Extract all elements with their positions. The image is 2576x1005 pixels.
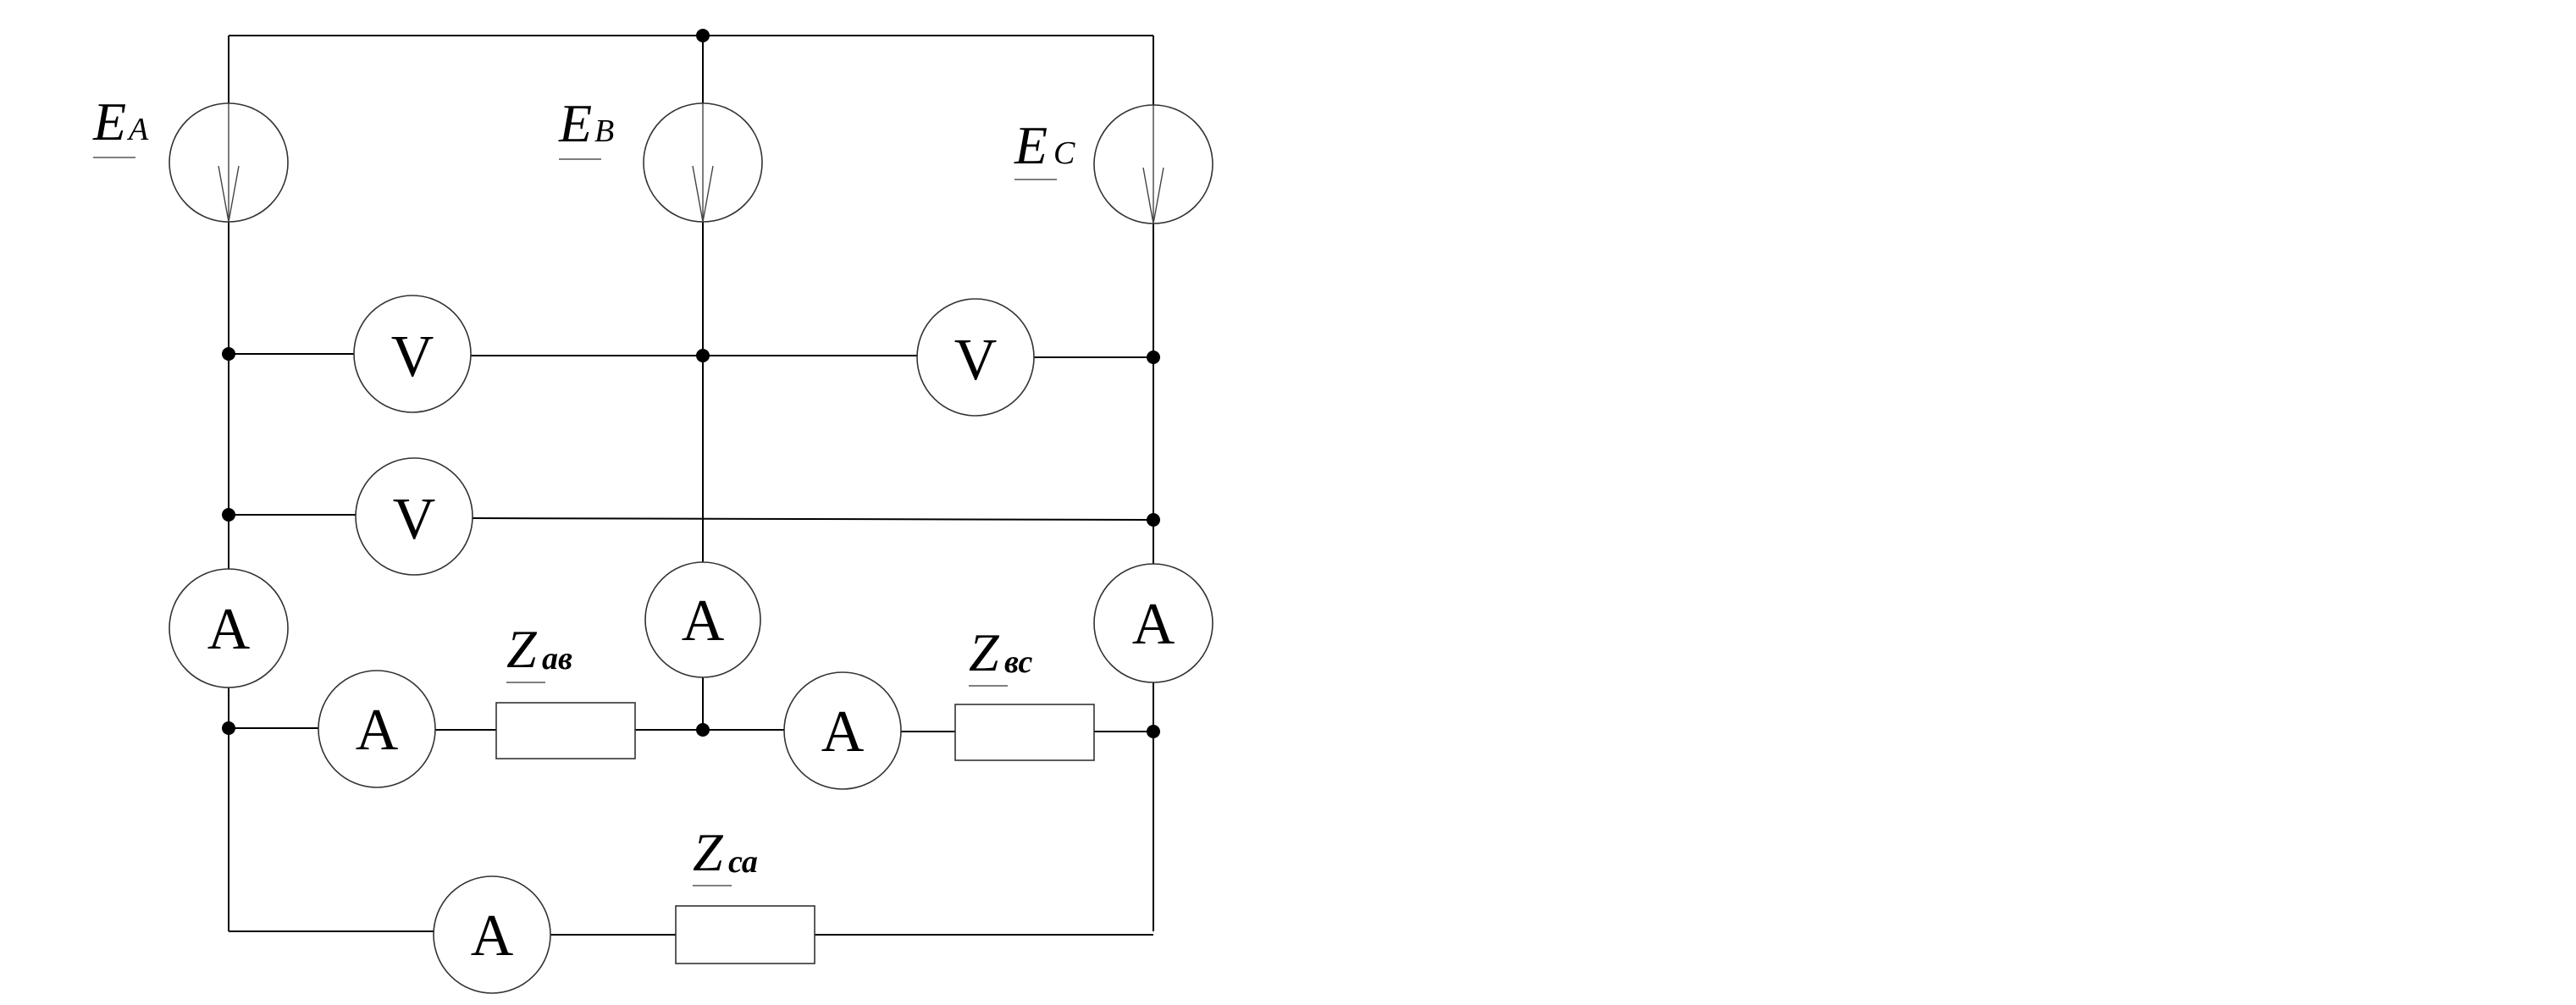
voltmeter-ca-circle	[355, 457, 473, 576]
label-ea-main: E	[92, 91, 126, 152]
impedance-bc-resistor	[954, 704, 1095, 761]
label-zbc-main: Z	[969, 622, 1000, 682]
ammeter-line-b-symbol: A	[682, 588, 725, 654]
ammeter-phase-bc-circle	[783, 671, 902, 790]
junction-nodes	[222, 29, 1160, 738]
voltmeter-ca: V	[355, 457, 473, 576]
label-zca-sub: са	[728, 844, 758, 880]
voltmeter-ab: V	[353, 295, 472, 413]
voltmeter-bc-circle	[916, 298, 1035, 417]
voltmeter-ab-circle	[353, 295, 472, 413]
node-a-v1	[222, 347, 235, 361]
ammeter-phase-ab: A	[318, 670, 436, 788]
label-ec: E C	[1014, 115, 1075, 180]
label-zab-main: Z	[506, 619, 538, 679]
label-zab-sub: ав	[542, 641, 572, 676]
label-zbc-sub: вс	[1004, 644, 1032, 680]
voltmeter-bc: V	[916, 298, 1035, 417]
voltmeter-ab-symbol: V	[391, 324, 434, 389]
ammeter-phase-ca-circle	[433, 875, 551, 994]
node-b-load	[696, 723, 710, 737]
impedance-ca-resistor	[675, 905, 815, 964]
ammeter-phase-bc: A	[783, 671, 902, 790]
node-a-v2	[222, 508, 235, 522]
ammeter-phase-ab-circle	[318, 670, 436, 788]
ammeter-line-a-circle	[169, 568, 289, 688]
ammeter-line-a: A	[169, 568, 289, 688]
wires	[228, 35, 1154, 936]
node-c-v1	[1147, 351, 1160, 364]
source-b-arrowhead-icon	[692, 165, 714, 223]
label-zca-main: Z	[693, 822, 724, 882]
emf-source-c	[1093, 104, 1213, 224]
label-ea: E A	[92, 91, 149, 158]
label-eb-main: E	[558, 93, 592, 153]
label-zca: Z са	[693, 822, 758, 886]
vca-wire-right	[472, 517, 1154, 521]
label-ec-sub: C	[1053, 135, 1075, 171]
voltmeter-bc-symbol: V	[954, 328, 998, 393]
impedance-ab-resistor	[495, 702, 636, 759]
ammeter-phase-ca-symbol: A	[471, 903, 514, 969]
ammeter-line-c: A	[1093, 563, 1213, 683]
label-ec-main: E	[1014, 115, 1048, 175]
label-zbc: Z вс	[969, 622, 1032, 687]
node-top-b	[696, 29, 710, 42]
ammeter-line-b: A	[644, 561, 761, 678]
emf-source-a	[169, 102, 289, 223]
label-zab: Z ав	[506, 619, 572, 683]
ammeter-phase-ab-symbol: A	[356, 698, 399, 763]
label-ea-sub: A	[126, 112, 149, 147]
ammeter-line-c-symbol: A	[1132, 592, 1175, 657]
voltmeter-ca-symbol: V	[393, 487, 436, 552]
label-eb: E B	[558, 93, 614, 160]
emf-source-b	[643, 102, 763, 223]
ammeter-line-a-symbol: A	[207, 597, 251, 662]
node-a-load	[222, 721, 235, 735]
ammeter-phase-ca: A	[433, 875, 551, 994]
ammeter-phase-bc-symbol: A	[821, 699, 865, 765]
label-eb-sub: B	[594, 113, 614, 149]
ammeter-line-b-circle	[644, 561, 761, 678]
node-c-v2	[1147, 513, 1160, 527]
source-a-arrowhead-icon	[218, 165, 240, 223]
ammeter-line-c-circle	[1093, 563, 1213, 683]
node-c-load	[1147, 725, 1160, 738]
source-c-arrowhead-icon	[1142, 167, 1164, 224]
node-b-v1	[696, 349, 710, 362]
